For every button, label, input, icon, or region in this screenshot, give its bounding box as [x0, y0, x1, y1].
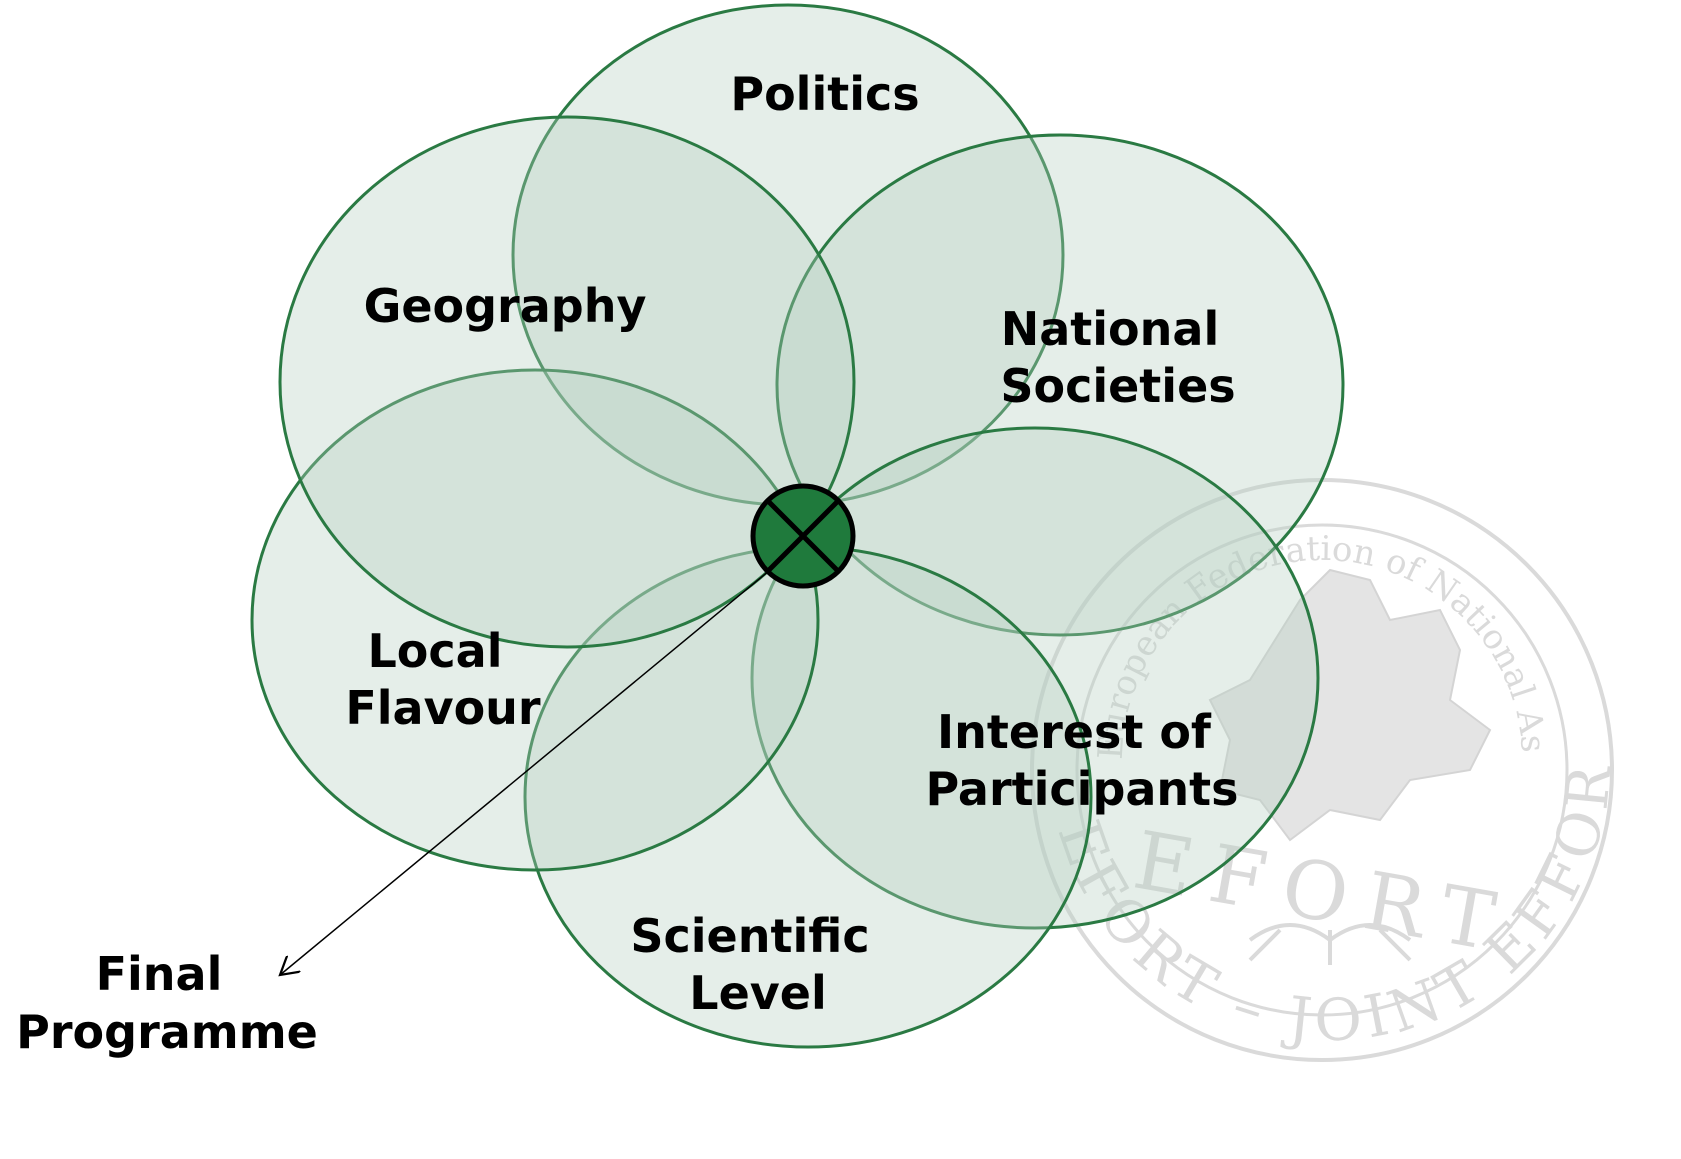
label-local-flavour: Local Flavour — [345, 624, 541, 735]
label-scientific-line-1: Scientific — [630, 909, 869, 963]
petal-interest-of-participants — [750, 426, 1320, 930]
label-interest-of-participants: Interest of Participants — [925, 705, 1238, 816]
label-interest-line-2: Participants — [925, 762, 1238, 816]
label-politics: Politics — [730, 67, 919, 121]
petal-geography — [278, 115, 856, 649]
tree-roots-icon — [1248, 923, 1412, 965]
label-local-line-1: Local — [367, 624, 502, 678]
label-national-societies-line-1: National — [1001, 302, 1219, 356]
petal-labels: Politics National Societies Interest of … — [345, 67, 1238, 1020]
label-scientific-level: Scientific Level — [630, 909, 885, 1020]
final-programme-line-2: Programme — [16, 1005, 318, 1059]
petal-national-societies — [775, 133, 1345, 637]
label-national-societies: National Societies — [1000, 302, 1235, 413]
label-final-programme: Final Programme — [16, 947, 318, 1059]
label-scientific-line-2: Level — [689, 966, 826, 1020]
pointer-arrow — [280, 569, 771, 975]
seal-inner-ring — [1075, 523, 1569, 1017]
final-programme-line-1: Final — [96, 947, 223, 1001]
label-politics-line-1: Politics — [730, 67, 919, 121]
label-geography: Geography — [364, 279, 647, 333]
label-geography-line-1: Geography — [364, 279, 647, 333]
petals — [250, 3, 1345, 1049]
label-local-line-2: Flavour — [345, 681, 541, 735]
label-national-societies-line-2: Societies — [1000, 359, 1235, 413]
europe-map-icon — [1208, 568, 1492, 842]
petal-local-flavour — [250, 368, 820, 872]
label-interest-line-1: Interest of — [937, 705, 1212, 759]
center-target-icon — [750, 483, 856, 589]
